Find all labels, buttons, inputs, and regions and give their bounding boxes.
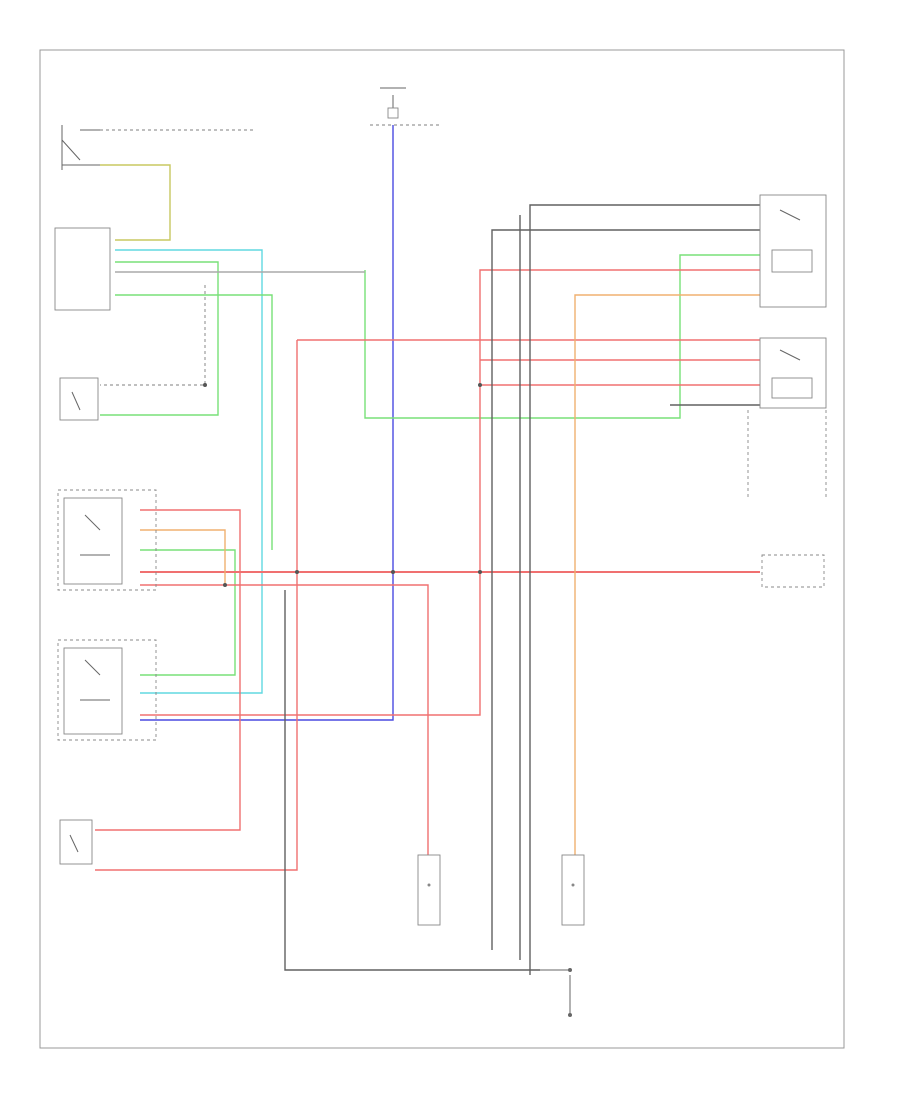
- wire-red-3: [95, 509, 241, 831]
- wire-red-5: [140, 584, 429, 855]
- wire-blue-feed: [140, 125, 394, 721]
- ground-point: [540, 968, 572, 972]
- wire-yel-grn-1: [100, 164, 171, 241]
- wire-lt-grn-2: [115, 294, 273, 550]
- wire-lt-grn-4: [364, 254, 760, 419]
- fan-motor-left: [417, 854, 441, 926]
- cooling-fan-relay-1: [57, 489, 157, 591]
- diagram-frame: [39, 49, 845, 1049]
- wire-black-1: [284, 590, 540, 971]
- high-speed-relay: [759, 194, 827, 308]
- wire-black-3: [529, 204, 760, 975]
- top-fuse: [380, 87, 406, 119]
- fuse-block: [761, 554, 825, 588]
- engine-coolant-temp-switch: [59, 819, 93, 865]
- wire-lt-grn-3: [140, 549, 236, 676]
- wire-orange-2: [140, 529, 226, 585]
- wire-orange-1: [574, 294, 760, 855]
- wire-lt-grn-1: [100, 261, 219, 416]
- powertrain-control-module: [54, 227, 111, 311]
- wire-red-6: [140, 269, 760, 716]
- ground-point-bottom: [568, 975, 572, 1017]
- wire-layer: [95, 124, 760, 975]
- ac-cycling-switch: [59, 377, 99, 421]
- wire-gray-dash-1: [100, 285, 206, 386]
- low-speed-relay: [747, 337, 827, 500]
- wire-lt-blu-1: [115, 249, 263, 694]
- wire-black-2: [491, 229, 760, 950]
- wire-red-2: [95, 340, 298, 871]
- cooling-fan-relay-2: [57, 639, 157, 741]
- ac-pressure-cutout-switch: [61, 125, 100, 170]
- splice-points: [203, 383, 482, 587]
- fan-motor-right: [561, 854, 585, 926]
